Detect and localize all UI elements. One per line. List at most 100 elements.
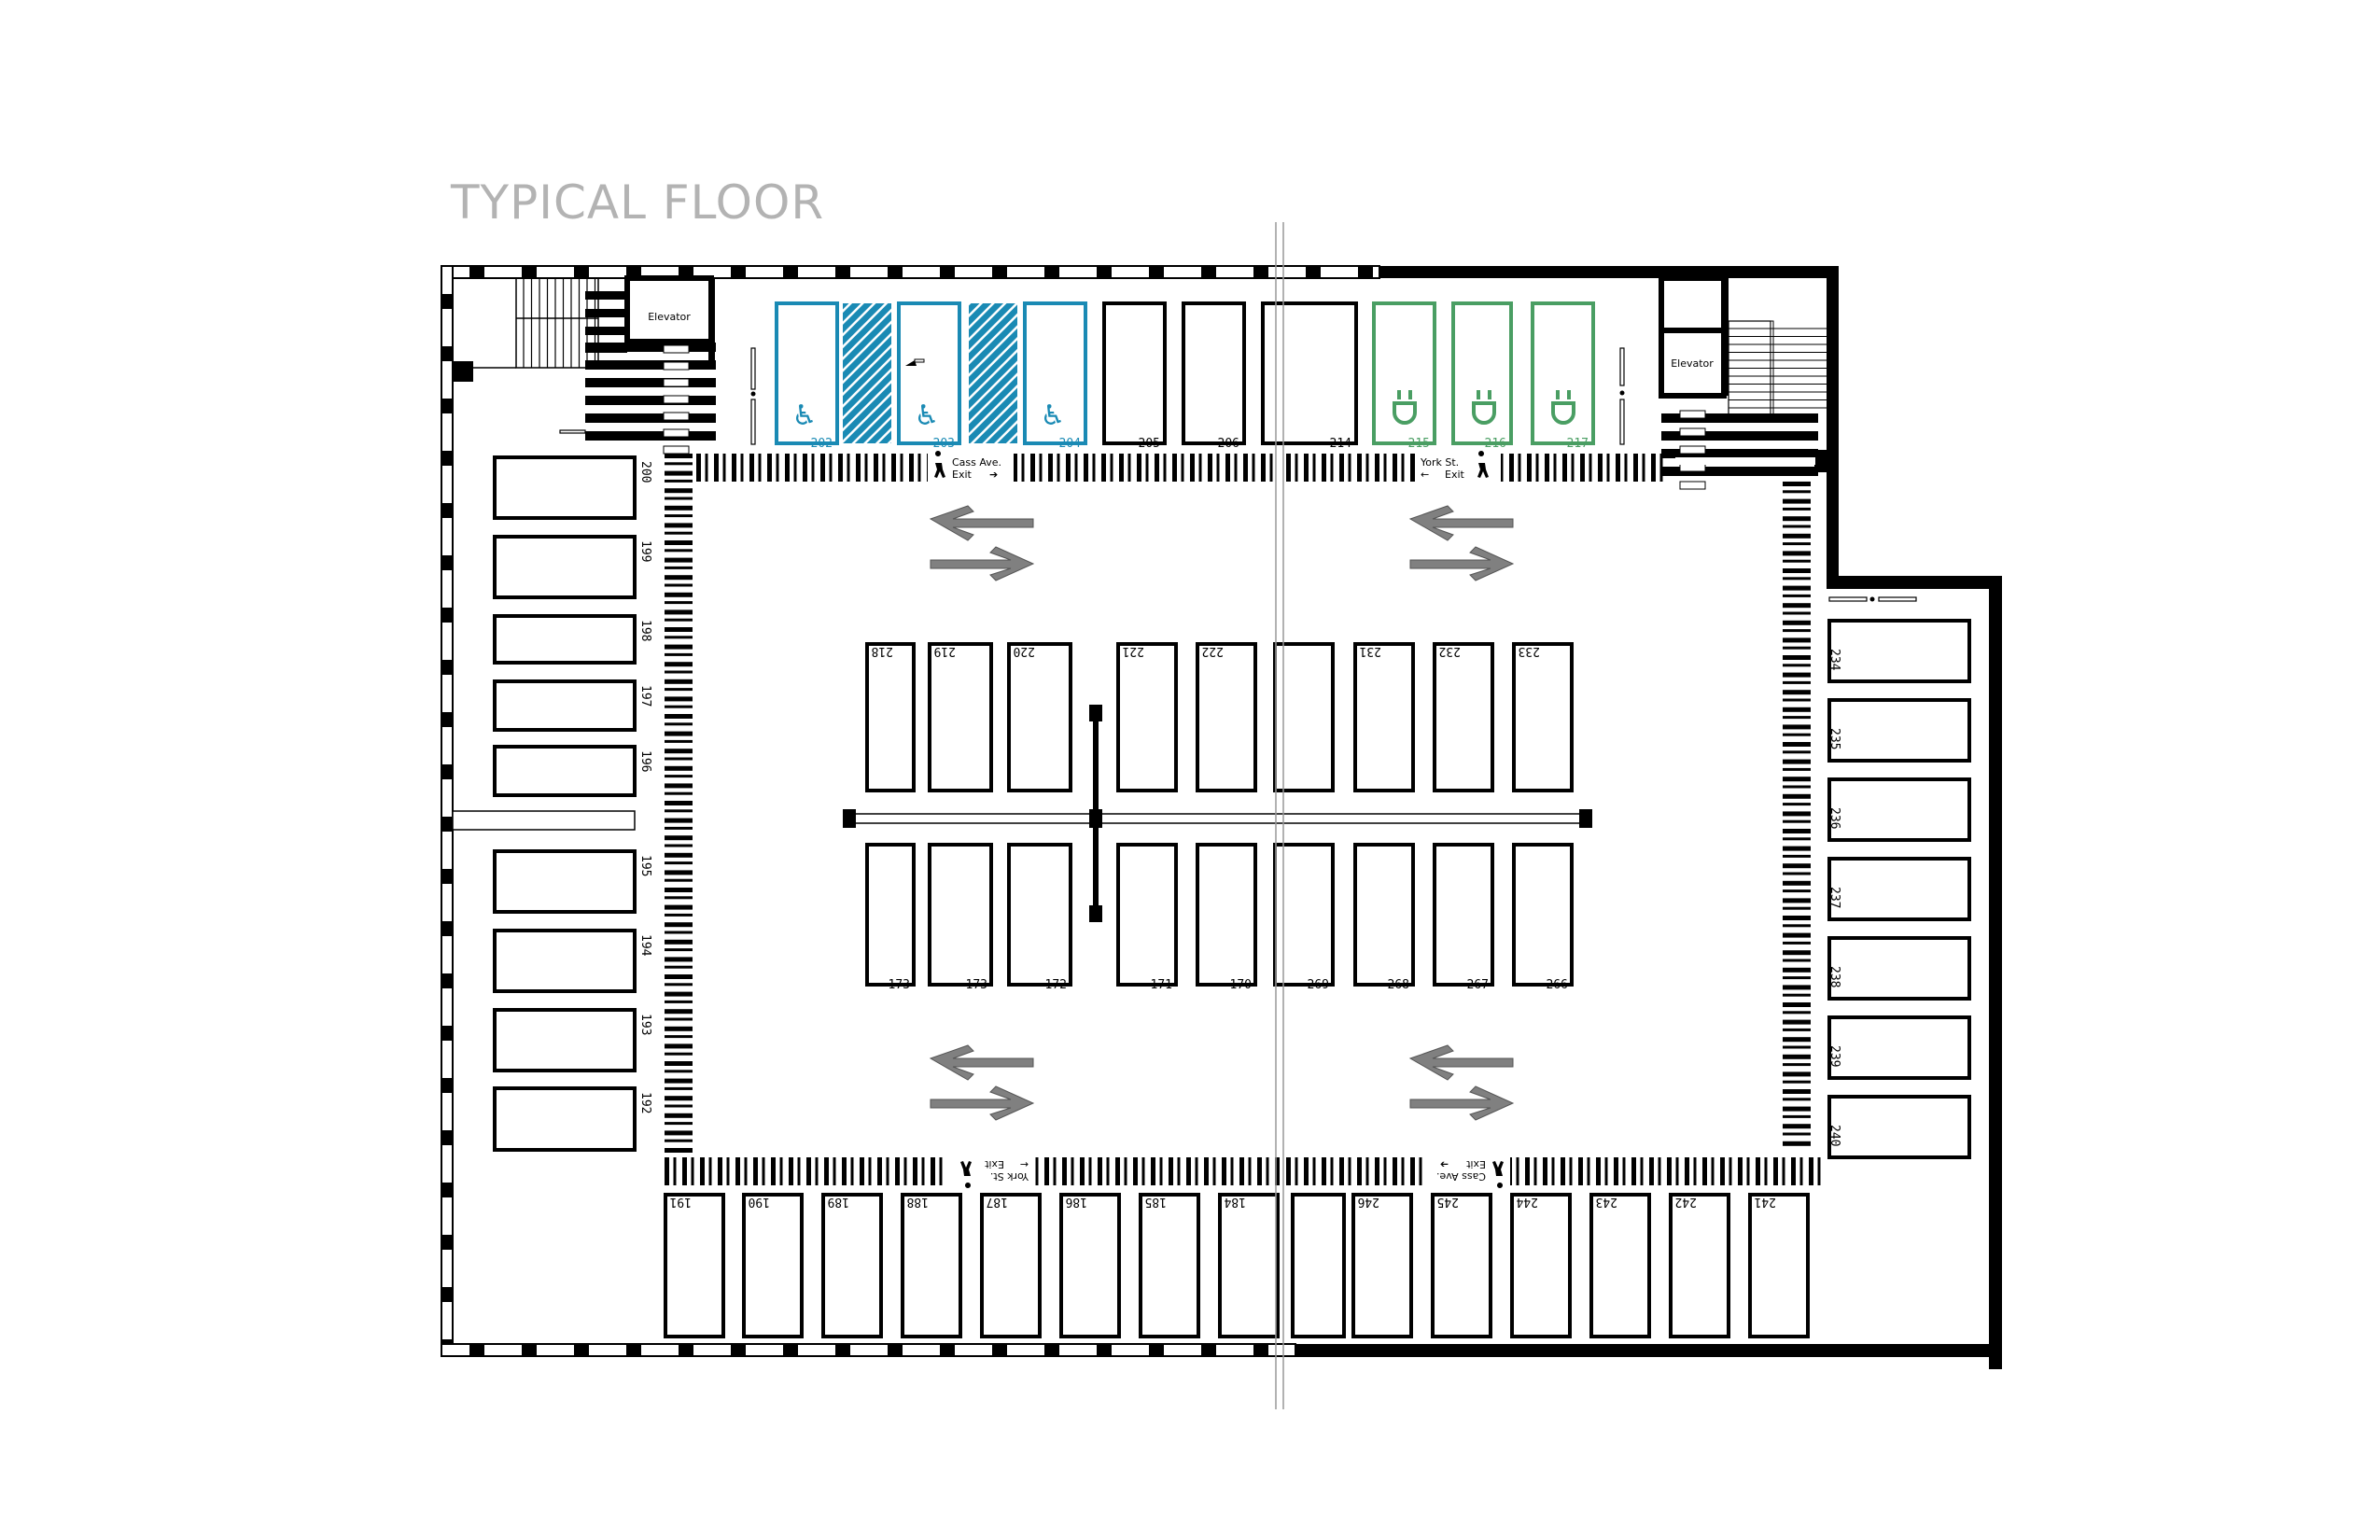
parking-spot[interactable] [1291,1193,1346,1338]
parking-spot[interactable]: 172 [1007,843,1072,992]
parking-spot[interactable]: 173 [928,843,993,992]
exit-label: Exit [952,469,973,481]
barrier-post [1089,705,1102,721]
parking-spot[interactable]: 196 [493,745,652,797]
parking-spot[interactable]: 232 [1433,642,1494,792]
parking-spot[interactable]: 194 [493,929,652,993]
spot-number: 200 [638,461,652,483]
parking-spot[interactable]: 239 [1827,1015,1971,1080]
parking-spot[interactable]: 197 [493,679,652,732]
parking-spot[interactable]: 214 [1261,301,1358,451]
parking-spot[interactable]: 173 [865,843,916,992]
parking-spot[interactable]: 187 [980,1193,1042,1338]
parking-spot[interactable]: 217 [1531,301,1595,451]
parking-spot[interactable]: 231 [1353,642,1415,792]
stripe [797,1157,801,1185]
elevator-upper-box [1659,275,1727,333]
aisle-stripes-top [1491,454,1663,482]
elevator-box [624,275,714,344]
parking-spot[interactable]: 170 [1196,843,1257,992]
parking-spot[interactable]: 240 [1827,1095,1971,1159]
parking-spot[interactable]: 195 [493,849,652,914]
parking-spot[interactable]: 185 [1139,1193,1200,1338]
aisle-stripes-right [1783,482,1811,1146]
stripe [1783,1037,1811,1043]
parking-spot[interactable]: 198 [493,614,652,665]
parking-spot[interactable]: 237 [1827,857,1971,921]
parking-spot[interactable]: 215 [1372,301,1436,451]
parking-spot[interactable]: 193 [493,1008,652,1072]
bollard-rail [750,347,756,445]
stripe [1066,454,1071,482]
wall-block [441,1130,453,1145]
parking-spot[interactable]: 243 [1589,1193,1651,1338]
stripe [1783,759,1811,764]
parking-spot[interactable]: 246 [1351,1193,1413,1338]
parking-spot[interactable]: 219 [928,642,993,792]
parking-spot[interactable]: 269 [1273,843,1335,992]
parking-spot[interactable]: 242 [1669,1193,1730,1338]
stripe [1783,498,1811,504]
stripe [1261,454,1266,482]
marker-icon [905,360,917,366]
parking-spot[interactable]: 199 [493,535,652,599]
stripe [665,549,693,553]
parking-spot[interactable]: 222 [1196,642,1257,792]
parking-spot[interactable]: 188 [901,1193,962,1338]
stripe [665,1043,693,1049]
parking-spot[interactable]: 221 [1116,642,1178,792]
stripe [665,601,693,605]
parking-spot[interactable]: 204♿ [1023,301,1087,451]
parking-spot[interactable]: 192 [493,1086,652,1152]
center-barrier [843,705,1592,922]
parking-spot[interactable]: 241 [1748,1193,1810,1338]
spot-number: 235 [1827,728,1841,749]
stripe [665,566,693,569]
parking-spot[interactable]: 235 [1827,698,1971,763]
spot-number: 217 [1567,437,1589,451]
parking-spot[interactable] [1273,642,1335,792]
stripe [806,1157,811,1185]
wall-block [1097,266,1112,278]
parking-spot[interactable]: 266 [1512,843,1574,992]
parking-spot[interactable]: 220 [1007,642,1072,792]
stripe [1783,516,1811,522]
stripe [665,1113,693,1118]
parking-spot[interactable]: 268 [1353,843,1415,992]
parking-spot[interactable]: 200 [493,455,652,520]
stripe [665,888,693,892]
stripe [1596,1157,1601,1185]
parking-spot[interactable]: 190 [742,1193,804,1338]
parking-spot[interactable]: 171 [1116,843,1178,992]
parking-spot[interactable]: 234 [1827,619,1971,683]
parking-spot[interactable]: 184 [1218,1193,1280,1338]
stripe [665,1070,693,1073]
parking-spot[interactable]: 244 [1510,1193,1572,1338]
parking-spot[interactable]: 238 [1827,936,1971,1001]
parking-spot[interactable]: 267 [1433,843,1494,992]
parking-spot[interactable]: 236 [1827,777,1971,842]
parking-spot[interactable]: 233 [1512,642,1574,792]
two-way-arrow-icon [1408,1044,1515,1121]
parking-spot[interactable]: 245 [1431,1193,1492,1338]
parking-spot[interactable]: 216 [1451,301,1513,451]
parking-spot[interactable]: 205 [1102,301,1167,451]
spot-number: 197 [638,685,652,707]
stripe [665,714,693,719]
parking-spot[interactable]: 191 [664,1193,725,1338]
parking-spot[interactable]: 202♿ [775,301,839,451]
stripe [1127,454,1131,482]
wall-block [441,1078,453,1093]
stripe [1410,454,1415,482]
parking-spot[interactable]: 186 [1059,1193,1121,1338]
spot-number: 196 [638,750,652,772]
stripe [665,1139,693,1142]
parking-spot[interactable]: 189 [821,1193,883,1338]
parking-spot[interactable]: 218 [865,642,916,792]
parking-spot[interactable]: 206 [1182,301,1246,451]
stripe [1783,611,1811,615]
wall-block [441,973,453,988]
parking-spot[interactable]: 203♿ [897,301,961,451]
stripe [708,1157,712,1185]
plug-body [1472,401,1496,425]
